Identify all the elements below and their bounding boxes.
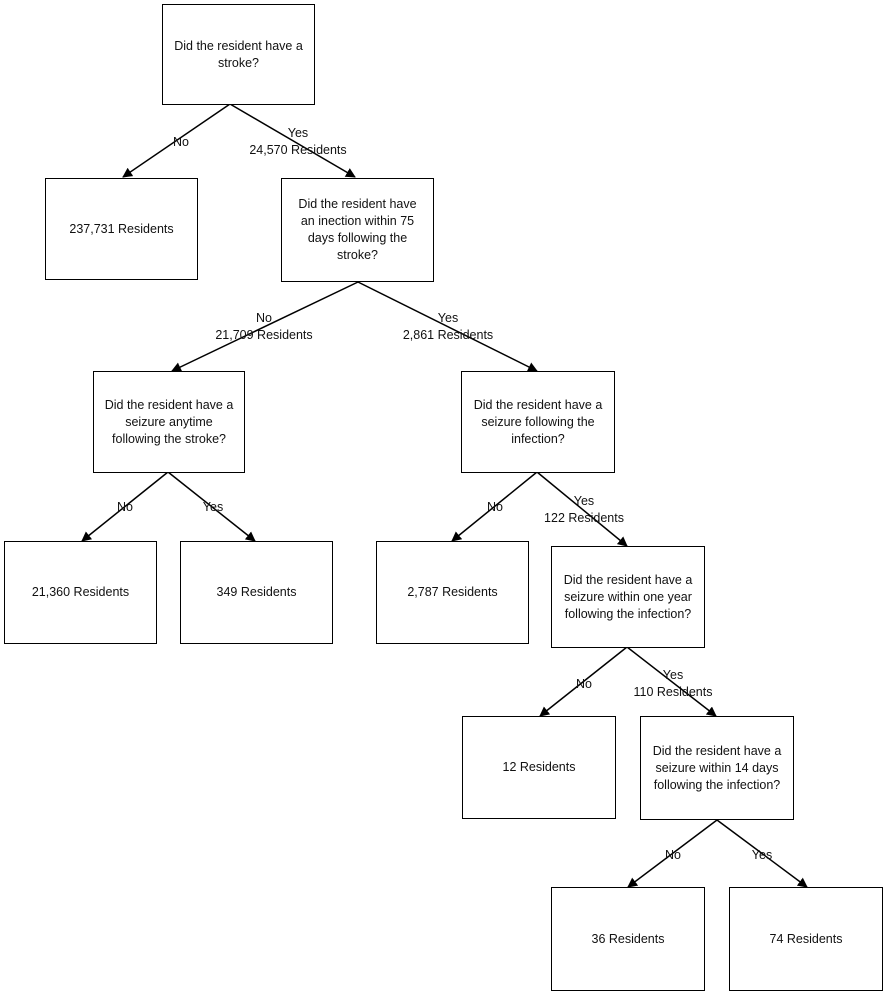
result-349-residents: 349 Residents <box>180 541 333 644</box>
edge-label-anytime-no: No <box>117 500 133 514</box>
edge-stroke-yes <box>229 103 356 178</box>
edge-stroke-no <box>122 103 231 178</box>
edge-label-14days-no: No <box>665 848 681 862</box>
edge-label-14days-yes: Yes <box>751 848 773 862</box>
result-12-residents: 12 Residents <box>462 716 616 819</box>
edge-14days-no <box>627 819 718 888</box>
edge-anytime-no <box>81 471 169 542</box>
edge-infection-no <box>171 281 359 372</box>
edge-after-infection-yes <box>536 471 628 547</box>
edge-infection-yes <box>357 281 538 372</box>
question-seizure-anytime: Did the resident have a seizure anytime … <box>93 371 245 473</box>
question-infection-75-days: Did the resident have an inection within… <box>281 178 434 282</box>
edge-one-year-yes <box>626 646 717 717</box>
edge-label-anytime-yes: Yes <box>202 500 224 514</box>
result-74-residents: 74 Residents <box>729 887 883 991</box>
question-seizure-after-infection: Did the resident have a seizure followin… <box>461 371 615 473</box>
result-36-residents: 36 Residents <box>551 887 705 991</box>
edge-14days-yes <box>716 819 808 888</box>
result-2787-residents: 2,787 Residents <box>376 541 529 644</box>
result-21360-residents: 21,360 Residents <box>4 541 157 644</box>
question-stroke: Did the resident have a stroke? <box>162 4 315 105</box>
edge-anytime-yes <box>167 471 256 542</box>
edge-after-infection-no <box>451 471 538 542</box>
edge-label-stroke-no: No <box>173 135 189 149</box>
question-seizure-14-days: Did the resident have a seizure within 1… <box>640 716 794 820</box>
edge-label-one-year-no: No <box>576 677 592 691</box>
edge-label-after-infection-no: No <box>487 500 503 514</box>
result-237731-residents: 237,731 Residents <box>45 178 198 280</box>
edge-one-year-no <box>539 646 628 717</box>
question-seizure-one-year: Did the resident have a seizure within o… <box>551 546 705 648</box>
